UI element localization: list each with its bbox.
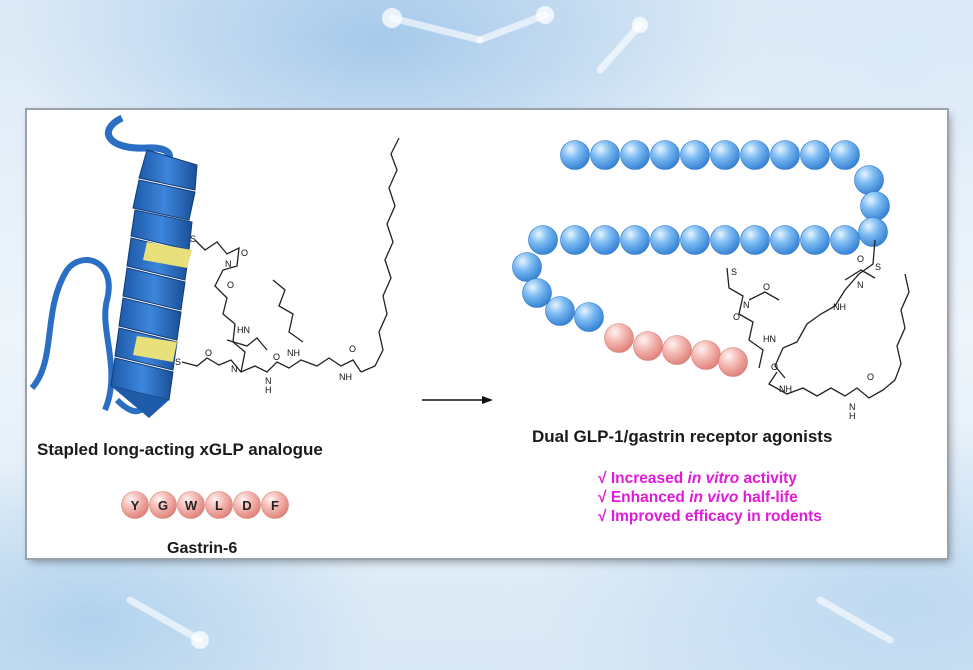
gastrin-residue-bead (233, 491, 261, 519)
benefits-list: √ Increased in vitro activity √ Enhanced… (598, 469, 822, 526)
gastrin-bead (662, 335, 692, 365)
glp1-bead (830, 140, 860, 170)
helix-ribbon (29, 114, 198, 418)
glp1-bead (620, 140, 650, 170)
left-linker-structure (181, 137, 400, 373)
glp1-bead (650, 140, 680, 170)
svg-text:N: N (849, 402, 856, 412)
gastrin-residue-letter: W (185, 498, 198, 513)
gastrin-residue-bead (205, 491, 233, 519)
svg-text:O: O (867, 372, 874, 382)
glp1-bead (512, 252, 542, 282)
svg-text:O: O (733, 312, 740, 322)
glp1-bead (650, 225, 680, 255)
svg-text:O: O (205, 348, 212, 358)
glp1-bead (680, 140, 710, 170)
svg-text:O: O (227, 280, 234, 290)
glp1-bead-chain (512, 140, 890, 332)
gastrin-bead-chain (604, 323, 748, 377)
glp1-bead (680, 225, 710, 255)
gastrin-label: Gastrin-6 (167, 540, 238, 557)
left-atom-labels: S N O O HN S O N O NH N H NH O (175, 234, 356, 395)
glp1-bead (522, 278, 552, 308)
glp1-bead (770, 225, 800, 255)
glp1-bead (560, 140, 590, 170)
svg-text:O: O (857, 254, 864, 264)
benefit-item: √ Increased in vitro activity (598, 470, 797, 487)
svg-text:N: N (743, 300, 750, 310)
svg-text:O: O (273, 352, 280, 362)
right-caption: Dual GLP-1/gastrin receptor agonists (532, 427, 833, 446)
reaction-arrow (422, 396, 493, 404)
right-linker-structure (726, 239, 910, 399)
right-atom-labels: S N O O HN S N O NH O NH N H O (731, 254, 881, 421)
gastrin-residue-bead (121, 491, 149, 519)
glp1-bead (620, 225, 650, 255)
gastrin-residue-bead (149, 491, 177, 519)
glp1-bead (830, 225, 860, 255)
svg-text:N: N (265, 376, 272, 386)
gastrin-bead (718, 347, 748, 377)
glp1-bead (545, 296, 575, 326)
staple-highlight-lower (133, 336, 177, 362)
svg-text:O: O (763, 282, 770, 292)
glp1-bead (740, 225, 770, 255)
gastrin-residue-bead (177, 491, 205, 519)
gastrin-bead (633, 331, 663, 361)
gastrin-bead (604, 323, 634, 353)
glp1-bead (528, 225, 558, 255)
svg-text:NH: NH (779, 384, 792, 394)
gastrin-residue-letter: G (158, 498, 168, 513)
gastrin-residue-letter: Y (131, 498, 140, 513)
gastrin-bead (691, 340, 721, 370)
glp1-bead (858, 217, 888, 247)
glp1-bead (770, 140, 800, 170)
gastrin-residue-letter: D (242, 498, 251, 513)
glp1-bead (710, 140, 740, 170)
svg-text:HN: HN (763, 334, 776, 344)
svg-text:NH: NH (833, 302, 846, 312)
svg-text:N: N (231, 364, 238, 374)
svg-text:O: O (241, 248, 248, 258)
svg-text:H: H (849, 411, 856, 421)
svg-text:N: N (225, 259, 232, 269)
gastrin-residue-bead (261, 491, 289, 519)
peptide-diagram: S N O O HN S O N O NH N H NH O (29, 114, 910, 519)
glp1-bead (740, 140, 770, 170)
svg-text:NH: NH (287, 348, 300, 358)
gastrin-residue-letter: L (215, 498, 223, 513)
figure-panel: S N O O HN S O N O NH N H NH O (27, 110, 947, 558)
gastrin-residue-letter: F (271, 498, 279, 513)
svg-text:S: S (175, 357, 181, 367)
svg-text:S: S (731, 267, 737, 277)
glp1-bead (590, 225, 620, 255)
svg-text:S: S (190, 234, 196, 244)
svg-text:HN: HN (237, 325, 250, 335)
staple-highlight-upper (143, 242, 192, 268)
benefit-item: √ Improved efficacy in rodents (598, 508, 822, 525)
svg-text:NH: NH (339, 372, 352, 382)
benefit-item: √ Enhanced in vivo half-life (598, 489, 798, 506)
glp1-bead (860, 191, 890, 221)
glp1-bead (800, 225, 830, 255)
glp1-bead (800, 140, 830, 170)
glp1-bead (854, 165, 884, 195)
glp1-bead (590, 140, 620, 170)
svg-text:O: O (771, 362, 778, 372)
svg-text:N: N (857, 280, 864, 290)
svg-text:O: O (349, 344, 356, 354)
glp1-bead (710, 225, 740, 255)
glp1-bead (574, 302, 604, 332)
left-caption: Stapled long-acting xGLP analogue (37, 440, 323, 459)
svg-text:H: H (265, 385, 272, 395)
glp1-bead (560, 225, 590, 255)
svg-text:S: S (875, 262, 881, 272)
